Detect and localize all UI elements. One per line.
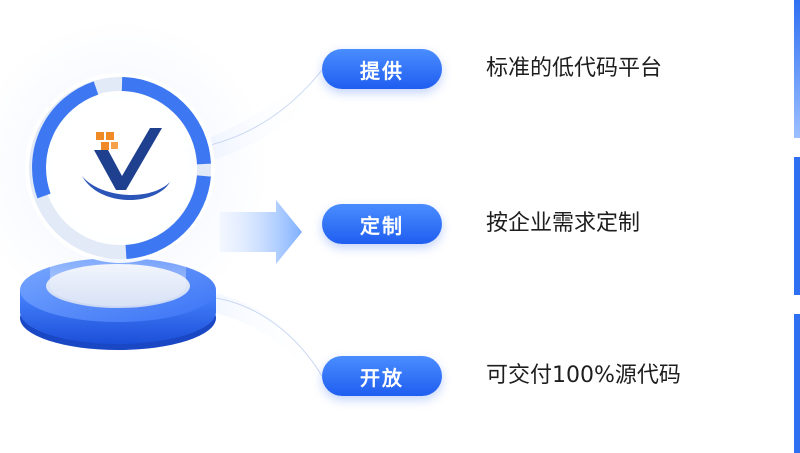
ring-segment-1 xyxy=(121,77,211,165)
ring-segment-2 xyxy=(125,175,211,259)
edge-accent-bar xyxy=(794,314,800,453)
light-column xyxy=(50,250,186,306)
connector-beam-top xyxy=(180,70,322,170)
edge-accent-bar xyxy=(794,157,800,295)
tag-pill-provide: 提供 xyxy=(322,49,442,89)
ring-segment-3 xyxy=(32,81,99,199)
tag-pill-open: 开放 xyxy=(322,356,442,396)
edge-accent-bar xyxy=(794,0,800,138)
tag-pill-customize: 定制 xyxy=(322,204,442,244)
right-arrow-icon xyxy=(220,200,302,264)
feature-description-provide: 标准的低代码平台 xyxy=(486,56,663,81)
connector-beam-bottom xyxy=(200,290,322,385)
feature-description-open: 可交付100%源代码 xyxy=(486,363,681,388)
stylized-v-check-logo xyxy=(82,128,170,201)
ring-center xyxy=(52,100,188,236)
feature-description-customize: 按企业需求定制 xyxy=(486,211,641,236)
connector-line-bottom xyxy=(199,295,323,377)
